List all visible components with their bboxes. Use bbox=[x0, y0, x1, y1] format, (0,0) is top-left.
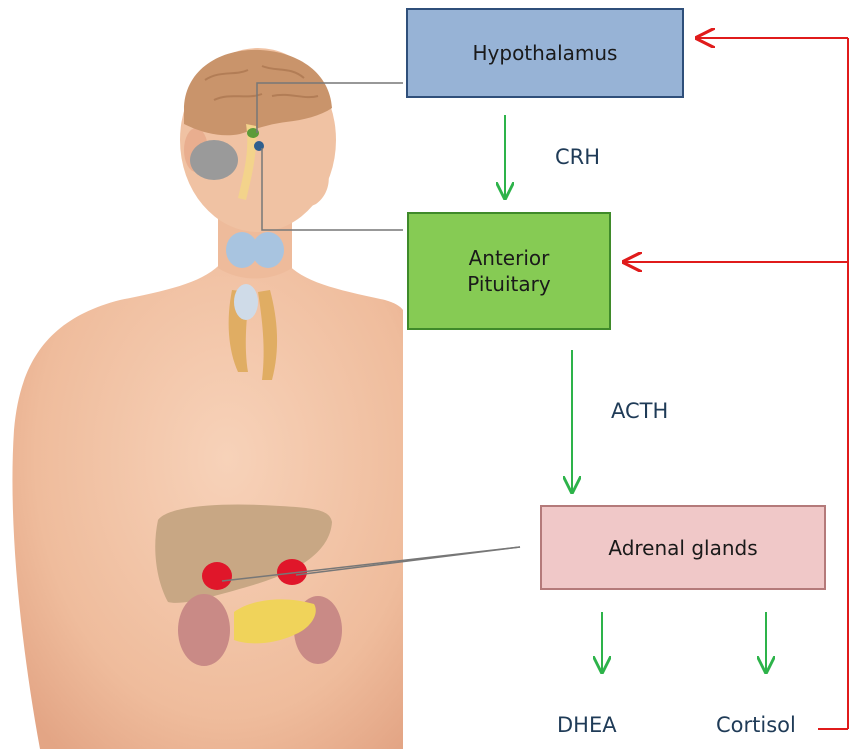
adrenal-gland-left bbox=[202, 562, 232, 590]
anterior-pituitary-label-line1: Anterior bbox=[467, 245, 550, 271]
human-body-illustration bbox=[12, 48, 403, 749]
hypothalamus-label: Hypothalamus bbox=[473, 40, 618, 66]
crh-label: CRH bbox=[555, 145, 600, 169]
body-torso bbox=[12, 220, 403, 749]
hypothalamus-box: Hypothalamus bbox=[406, 8, 684, 98]
dhea-label: DHEA bbox=[557, 713, 617, 737]
adrenal-glands-box: Adrenal glands bbox=[540, 505, 826, 590]
feedback-arrows bbox=[624, 38, 848, 729]
acth-label: ACTH bbox=[611, 399, 668, 423]
anterior-pituitary-label-line2: Pituitary bbox=[467, 271, 550, 297]
anterior-pituitary-box: Anterior Pituitary bbox=[407, 212, 611, 330]
adrenal-glands-label: Adrenal glands bbox=[608, 535, 757, 561]
kidney-left bbox=[178, 594, 230, 666]
cerebellum bbox=[190, 140, 238, 180]
anterior-pituitary-label: Anterior Pituitary bbox=[467, 245, 550, 297]
cortisol-label: Cortisol bbox=[716, 713, 796, 737]
